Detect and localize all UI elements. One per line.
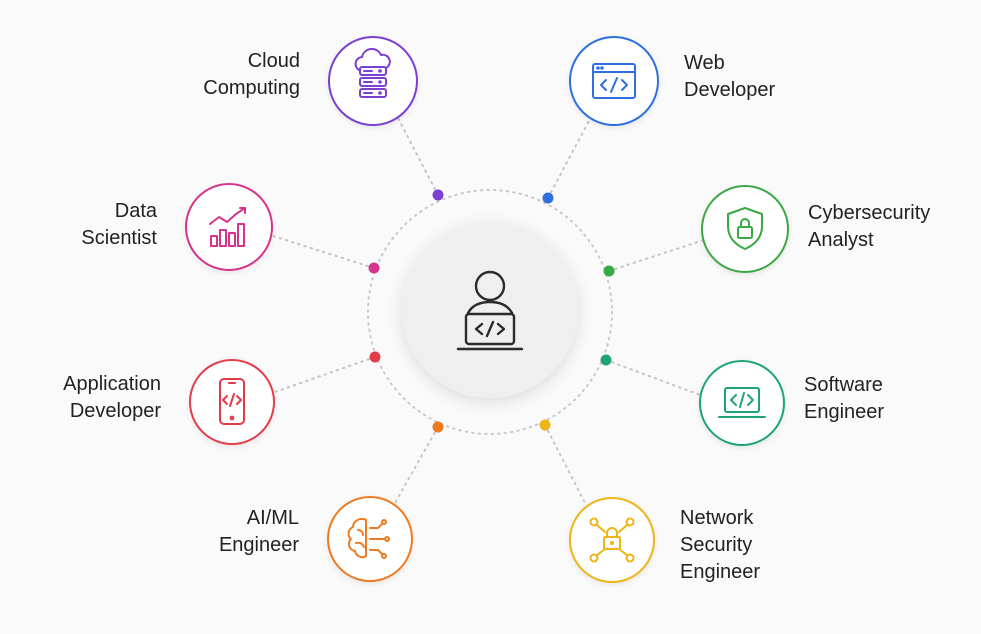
shield-lock-icon xyxy=(727,207,763,250)
label-line: AI/ML xyxy=(246,507,299,529)
connector-lines xyxy=(271,117,708,504)
label-line: Software xyxy=(804,374,883,396)
cloud-server-icon xyxy=(354,47,391,98)
role-node-ai-ml-engineer xyxy=(327,496,413,582)
role-node-software-engineer xyxy=(699,360,785,446)
role-node-network-security-engineer xyxy=(569,497,655,583)
role-node-cybersecurity-analyst xyxy=(701,185,789,273)
label-line: Cloud xyxy=(247,50,300,72)
label-line: Analyst xyxy=(808,229,874,251)
brain-circuit-icon xyxy=(347,517,390,559)
role-node-data-scientist xyxy=(185,183,273,271)
label-line: Scientist xyxy=(81,227,157,249)
dot-software-engineer xyxy=(600,354,612,366)
center-hub xyxy=(402,222,578,398)
label-line: Developer xyxy=(684,79,776,101)
label-line: Security xyxy=(680,534,753,556)
dot-ai-ml-engineer xyxy=(432,421,444,433)
label-line: Cybersecurity xyxy=(808,202,931,224)
label-line: Engineer xyxy=(804,401,885,423)
developer-laptop-icon xyxy=(456,270,524,351)
label-line: Data xyxy=(114,200,157,222)
dot-network-security-engineer xyxy=(539,419,551,431)
role-label-cybersecurity-analyst: Cybersecurity Analyst xyxy=(808,200,930,254)
role-node-application-developer xyxy=(189,359,275,445)
role-label-application-developer: Application Developer xyxy=(63,371,161,425)
laptop-code-icon xyxy=(718,387,766,418)
label-line: Network xyxy=(680,507,754,529)
dot-cloud-computing xyxy=(432,189,444,201)
dot-cybersecurity-analyst xyxy=(603,265,615,277)
label-line: Computing xyxy=(203,77,300,99)
connector-dots xyxy=(368,189,615,433)
dot-application-developer xyxy=(369,351,381,363)
role-label-web-developer: Web Developer xyxy=(684,50,775,104)
role-label-ai-ml-engineer: AI/ML Engineer xyxy=(219,505,299,559)
role-label-software-engineer: Software Engineer xyxy=(804,372,884,426)
connector-ring xyxy=(367,189,613,435)
role-label-cloud-computing: Cloud Computing xyxy=(203,48,300,102)
label-line: Developer xyxy=(69,400,161,422)
label-line: Engineer xyxy=(680,561,761,583)
network-lock-icon xyxy=(589,517,635,563)
mobile-code-icon xyxy=(219,378,245,425)
bar-chart-trend-icon xyxy=(209,207,246,247)
dot-data-scientist xyxy=(368,262,380,274)
browser-code-icon xyxy=(592,63,636,99)
label-line: Application xyxy=(63,373,161,395)
label-line: Engineer xyxy=(218,534,299,556)
label-line: Web xyxy=(684,52,725,74)
dot-web-developer xyxy=(542,192,554,204)
role-label-data-scientist: Data Scientist xyxy=(81,198,157,252)
role-label-network-security-engineer: Network Security Engineer xyxy=(680,505,760,586)
role-node-cloud-computing xyxy=(328,36,418,126)
role-node-web-developer xyxy=(569,36,659,126)
